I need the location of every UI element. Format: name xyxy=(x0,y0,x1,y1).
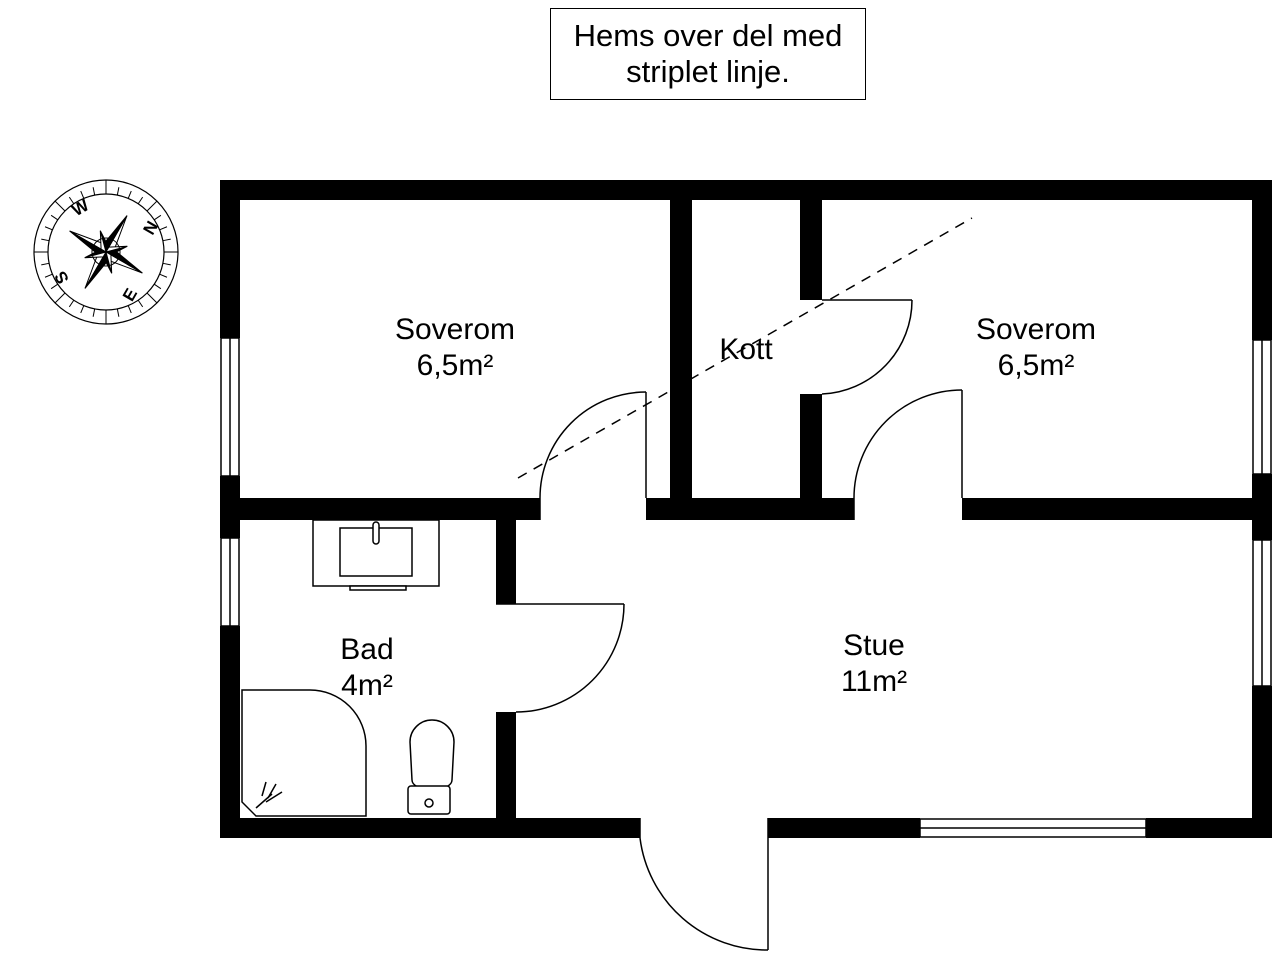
compass-tick xyxy=(50,214,59,221)
room-area: 4m² xyxy=(341,669,393,702)
door-entrance xyxy=(639,818,769,951)
compass-tick xyxy=(80,305,85,314)
compass-tick xyxy=(44,226,53,231)
compass-tick xyxy=(127,305,132,314)
compass-tick xyxy=(80,190,85,199)
compass-tick xyxy=(41,262,50,266)
wall-right-lower xyxy=(1252,686,1272,838)
compass-tick xyxy=(159,226,168,231)
compass-tick xyxy=(153,283,162,290)
wall-bottom-right xyxy=(1146,818,1272,838)
wall-kott-right-upper xyxy=(800,200,822,300)
room-label-bedroom-right: Soverom 6,5m² xyxy=(926,312,1146,384)
room-area: 6,5m² xyxy=(416,349,494,382)
wall-bottom-left xyxy=(220,818,640,838)
loft-dashed-line xyxy=(517,217,973,479)
wall-kott-left xyxy=(670,200,692,498)
compass-tick xyxy=(68,196,75,205)
wall-left-upper xyxy=(220,180,240,338)
wall-h-bedroom-left xyxy=(240,498,540,520)
compass-tick xyxy=(116,308,120,317)
compass-tick xyxy=(137,196,144,205)
outer-walls xyxy=(220,180,1272,838)
shower xyxy=(241,689,367,817)
door-bedroom-right xyxy=(853,389,963,520)
door-bedroom-left xyxy=(539,391,647,520)
interior-walls xyxy=(240,200,1252,818)
compass-tick xyxy=(54,292,66,304)
room-label-bath: Bad 4m² xyxy=(257,632,477,704)
compass-tick xyxy=(44,273,53,278)
compass: W N E S xyxy=(33,179,179,325)
door-bath xyxy=(496,603,625,713)
wall-left-lower xyxy=(220,626,240,838)
compass-tick xyxy=(153,214,162,221)
room-name: Kott xyxy=(719,333,773,366)
compass-tick xyxy=(92,187,96,196)
wall-h-kott xyxy=(646,498,854,520)
compass-tick xyxy=(41,238,50,242)
compass-tick xyxy=(50,283,59,290)
compass-tick xyxy=(146,200,158,212)
loft-note-line2: striplet linje. xyxy=(626,54,790,89)
compass-tick xyxy=(54,200,66,212)
compass-tick xyxy=(159,273,168,278)
compass-tick xyxy=(68,299,75,308)
loft-note-line1: Hems over del med xyxy=(573,18,843,53)
room-label-kott: Kott xyxy=(636,332,856,368)
wall-bath-lower xyxy=(496,712,516,818)
room-label-bedroom-left: Soverom 6,5m² xyxy=(345,312,565,384)
wall-right-upper xyxy=(1252,180,1272,340)
compass-tick xyxy=(162,262,171,266)
compass-tick xyxy=(92,308,96,317)
compass-rose xyxy=(69,215,143,289)
compass-tick xyxy=(127,190,132,199)
room-area: 11m² xyxy=(840,665,908,698)
bathroom-fixtures xyxy=(241,519,455,817)
door-kott xyxy=(821,299,913,395)
wall-top xyxy=(220,180,1272,200)
compass-tick xyxy=(162,238,171,242)
wall-right-mid xyxy=(1252,474,1272,540)
room-area: 6,5m² xyxy=(997,349,1075,382)
wall-bath-upper xyxy=(496,520,516,604)
room-name: Stue xyxy=(843,629,905,662)
wall-h-bedroom-right xyxy=(962,498,1252,520)
compass-tick xyxy=(146,292,158,304)
room-name: Bad xyxy=(340,633,394,666)
sink xyxy=(312,519,440,591)
compass-tick xyxy=(116,187,120,196)
room-label-living: Stue 11m² xyxy=(764,628,984,700)
loft-note: Hems over del med striplet linje. xyxy=(550,8,866,100)
room-name: Soverom xyxy=(394,313,516,346)
doors xyxy=(496,299,963,951)
room-name: Soverom xyxy=(975,313,1097,346)
toilet xyxy=(407,719,455,815)
wall-kott-right-lower xyxy=(800,394,822,498)
compass-tick xyxy=(137,299,144,308)
wall-left-mid xyxy=(220,476,240,538)
windows xyxy=(220,337,1272,838)
wall-bottom-mid xyxy=(768,818,920,838)
